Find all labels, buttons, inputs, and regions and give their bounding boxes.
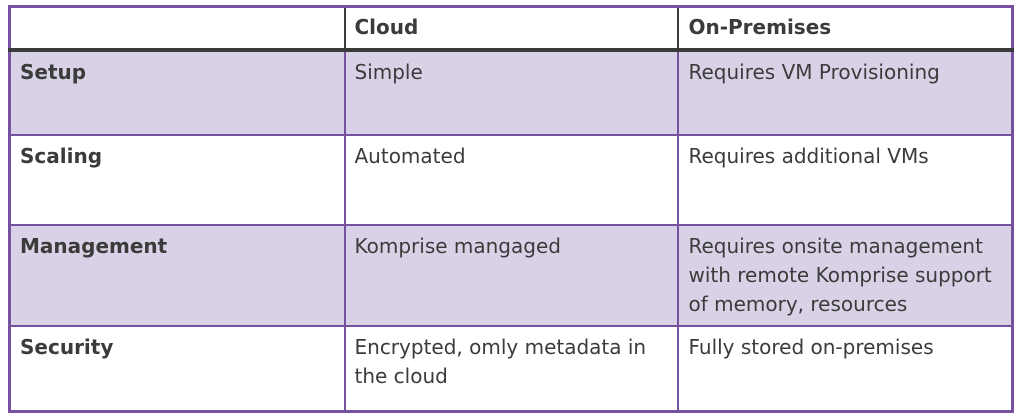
- header-row: Cloud On-Premises: [8, 5, 1014, 52]
- cell-security-on-premises: Fully stored on-premises: [677, 325, 1014, 412]
- header-cell-cloud: Cloud: [343, 5, 680, 52]
- row-label-setup: Setup: [8, 49, 346, 136]
- row-label-scaling: Scaling: [8, 134, 346, 226]
- cell-setup-on-premises: Requires VM Provisioning: [677, 49, 1014, 136]
- table-row-setup: Setup Simple Requires VM Provisioning: [8, 49, 1014, 136]
- table-row-security: Security Encrypted, omly metadata in the…: [8, 325, 1014, 412]
- cell-security-cloud: Encrypted, omly metadata in the cloud: [343, 325, 680, 412]
- cell-management-cloud: Komprise mangaged: [343, 224, 680, 327]
- header-cell-empty: [8, 5, 346, 52]
- cell-management-on-premises: Requires onsite management with remote K…: [677, 224, 1014, 327]
- row-label-security: Security: [8, 325, 346, 412]
- header-cell-on-premises: On-Premises: [677, 5, 1014, 52]
- row-label-management: Management: [8, 224, 346, 327]
- table-row-management: Management Komprise mangaged Requires on…: [8, 224, 1014, 327]
- cloud-vs-onpremises-table: Cloud On-Premises Setup Simple Requires …: [8, 5, 1014, 413]
- cell-scaling-cloud: Automated: [343, 134, 680, 226]
- table-row-scaling: Scaling Automated Requires additional VM…: [8, 134, 1014, 226]
- cell-setup-cloud: Simple: [343, 49, 680, 136]
- cell-scaling-on-premises: Requires additional VMs: [677, 134, 1014, 226]
